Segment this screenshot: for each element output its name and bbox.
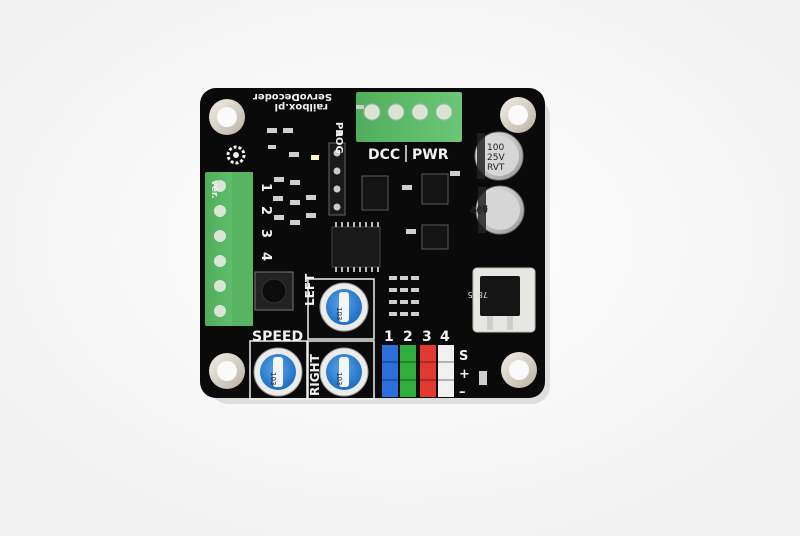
servo-number-2: 2 — [403, 329, 413, 345]
terminal-number-1: 1 — [258, 183, 273, 192]
mounting-holes — [209, 97, 537, 389]
speed-label: SPEED — [252, 329, 303, 345]
terminal-number-2: 2 — [258, 206, 273, 215]
smd-components — [267, 105, 487, 385]
potentiometer-speed — [253, 347, 303, 397]
component-markings: 100 25V RVT 470 10V RVT 7805 103 103 103 — [269, 143, 505, 385]
pot-mark-right: 103 — [335, 372, 343, 385]
potentiometer-left — [319, 282, 369, 332]
pin-plus-label: + — [459, 367, 470, 382]
cap2-mid: 10V — [470, 203, 488, 213]
pot-mark-left: 103 — [335, 307, 343, 320]
smd-transistors — [361, 173, 449, 250]
left-label: LEFT — [303, 273, 317, 306]
silkscreen-boxes — [249, 145, 407, 400]
microcontroller-chip — [331, 222, 381, 272]
gear-icon — [226, 145, 246, 165]
prog-header — [328, 142, 346, 216]
terminal-number-3: 3 — [258, 229, 273, 238]
pin-minus-label: – — [459, 385, 466, 400]
cap2-top: 470 — [471, 204, 488, 214]
servo-number-3: 3 — [422, 329, 432, 345]
terminal-number-4: 4 — [258, 252, 273, 261]
cap1-mid: 25V — [487, 153, 505, 163]
servo-pin-headers — [382, 345, 454, 397]
brand-label: railbox.pl — [275, 101, 328, 112]
servo-number-4: 4 — [440, 329, 450, 345]
pin-s-label: S — [459, 349, 468, 364]
capacitor-470uf — [475, 185, 525, 235]
voltage-regulator — [472, 267, 536, 333]
prog-label: PROG — [333, 122, 344, 154]
push-button — [254, 271, 294, 311]
capacitor-100uf — [474, 131, 524, 181]
version-label: ver. — [209, 180, 219, 199]
potentiometer-right — [319, 347, 369, 397]
servo-number-1: 1 — [384, 329, 394, 345]
cap1-top: 100 — [487, 143, 504, 153]
status-led — [311, 155, 319, 160]
terminal-block-left — [205, 172, 253, 326]
pot-mark-speed: 103 — [269, 372, 277, 385]
pwr-label: PWR — [412, 147, 449, 163]
cap2-bot: RVT — [470, 202, 488, 212]
terminal-block-top — [356, 92, 462, 142]
product-label: ServoDecoder — [253, 91, 332, 102]
cap1-bot: RVT — [487, 163, 505, 173]
dcc-label: DCC — [368, 147, 400, 163]
silkscreen-text: railbox.pl ServoDecoder ver. PROG DCC PW… — [209, 91, 470, 400]
right-label: RIGHT — [308, 353, 322, 396]
regulator-label: 7805 — [468, 290, 488, 299]
